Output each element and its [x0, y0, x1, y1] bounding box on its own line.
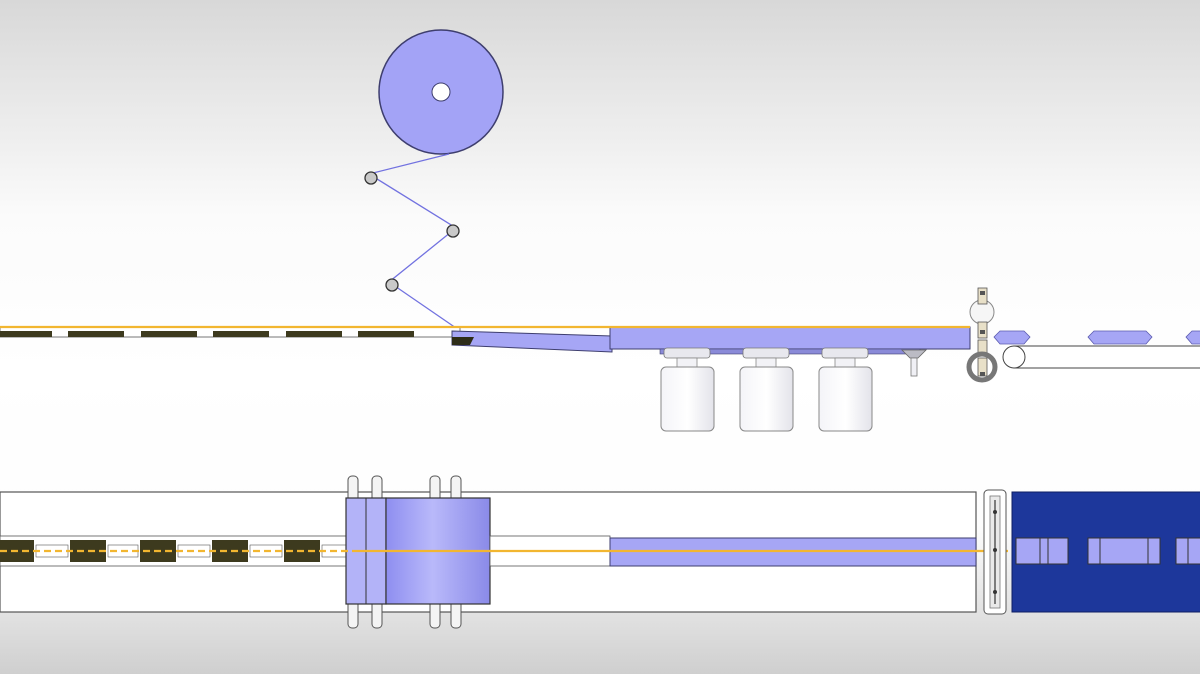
output-token: [1015, 537, 1069, 565]
carrier-segment: [68, 331, 124, 337]
forming-station: [818, 347, 873, 432]
cutter-top: [983, 489, 1007, 615]
forming-station: [660, 347, 715, 432]
guide-roller: [364, 171, 378, 185]
punch-pin: [901, 349, 927, 377]
guide-rollers: [364, 171, 460, 292]
output-token: [1185, 330, 1200, 345]
reel-hub: [431, 82, 451, 102]
output-conveyor-top: [1011, 491, 1200, 613]
top-view: [0, 475, 1200, 629]
carrier-segment: [212, 540, 248, 562]
lamination-wedge: [451, 330, 613, 353]
carrier-segment: [141, 331, 197, 337]
output-token: [993, 330, 1031, 345]
side-view: [0, 29, 1200, 432]
carrier-segment: [286, 331, 342, 337]
output-token: [1087, 537, 1161, 565]
cutter-ring: [966, 351, 998, 383]
film-reel: [378, 29, 504, 155]
carrier-segment: [213, 331, 269, 337]
nip-block: [452, 337, 474, 345]
forming-station: [739, 347, 794, 432]
output-belt-side: [993, 330, 1200, 369]
carrier-strip-side: [0, 326, 461, 338]
cutter-mechanism: [966, 287, 998, 383]
guide-roller: [385, 278, 399, 292]
guide-roller: [446, 224, 460, 238]
forming-stations: [660, 347, 927, 432]
carrier-segment: [358, 331, 414, 337]
carrier-segment: [0, 331, 52, 337]
output-token: [1087, 330, 1153, 345]
